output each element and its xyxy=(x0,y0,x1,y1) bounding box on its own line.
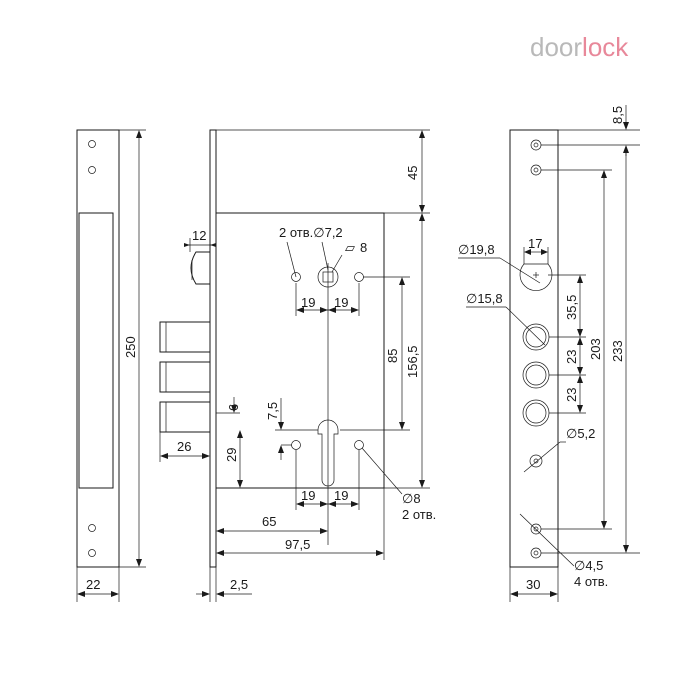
latch-bolt xyxy=(190,251,211,285)
bottom-hole-right xyxy=(354,440,364,450)
dim-right-latch-width: 17 xyxy=(528,236,542,251)
dim-top-left-19: 19 xyxy=(301,295,315,310)
center-faceplate xyxy=(209,129,217,568)
logo-part-door: door xyxy=(530,32,582,62)
bolt-3 xyxy=(159,401,211,433)
label-top-holes: 2 отв.∅7,2 xyxy=(279,225,343,240)
dim-center-6: 6 xyxy=(226,404,241,411)
dim-right-width: 30 xyxy=(526,577,540,592)
dim-left-height: 250 xyxy=(123,336,138,358)
top-hole-left xyxy=(291,272,301,282)
dim-center-total: 156,5 xyxy=(405,345,420,378)
dim-case-depth: 97,5 xyxy=(285,537,310,552)
right-faceplate xyxy=(509,129,559,568)
symbol-square: ▱ xyxy=(345,240,355,255)
lock-case xyxy=(215,212,385,489)
dim-right-screws: 203 xyxy=(588,338,603,360)
dim-bolt-spacing-1: 23 xyxy=(564,350,579,364)
dim-left-width: 22 xyxy=(86,577,100,592)
label-latch-dia: ∅19,8 xyxy=(458,242,495,257)
label-bottom-hole-dia: ∅8 xyxy=(402,491,421,506)
left-hole-3 xyxy=(88,524,96,532)
latch-opening xyxy=(519,263,553,291)
left-strike-window xyxy=(78,212,114,489)
dim-bottom-right-19: 19 xyxy=(334,488,348,503)
bolt-1 xyxy=(159,321,211,353)
logo-part-lock: lock xyxy=(582,32,629,62)
dim-right-total: 233 xyxy=(610,340,625,362)
dim-bolt-throw: 26 xyxy=(177,439,191,454)
center-view: 45 156,5 85 12 2 отв.∅7,2 ▱ 8 xyxy=(159,129,436,602)
dim-center-7-5: 7,5 xyxy=(265,402,280,420)
dim-center-top: 45 xyxy=(405,166,420,180)
dim-backset: 65 xyxy=(262,514,276,529)
label-screw-dia: ∅4,5 xyxy=(574,558,603,573)
left-view: 250 22 xyxy=(76,129,146,602)
label-bottom-hole-count: 2 отв. xyxy=(402,507,436,522)
dim-center-85: 85 xyxy=(385,349,400,363)
dim-bolt-spacing-2: 23 xyxy=(564,388,579,402)
hole-5-2 xyxy=(529,454,543,468)
dim-latch-width: 12 xyxy=(192,228,206,243)
dim-latch-to-bolt: 35,5 xyxy=(564,295,579,320)
bolt-2 xyxy=(159,361,211,393)
dim-top-right-19: 19 xyxy=(334,295,348,310)
dim-faceplate-thickness: 2,5 xyxy=(230,577,248,592)
label-square: 8 xyxy=(360,240,367,255)
dim-bottom-left-19: 19 xyxy=(301,488,315,503)
label-hole-dia: ∅5,2 xyxy=(566,426,595,441)
left-hole-1 xyxy=(88,140,96,148)
right-view: 8,5 233 203 35,5 23 23 xyxy=(458,105,640,602)
dim-right-top: 8,5 xyxy=(610,106,625,124)
brand-logo: doorlock xyxy=(530,32,629,62)
left-hole-4 xyxy=(88,549,96,557)
cylinder-cutout xyxy=(317,419,339,487)
dim-center-29: 29 xyxy=(224,448,239,462)
label-screw-count: 4 отв. xyxy=(574,574,608,589)
left-hole-2 xyxy=(88,166,96,174)
label-bolt-dia: ∅15,8 xyxy=(466,291,503,306)
